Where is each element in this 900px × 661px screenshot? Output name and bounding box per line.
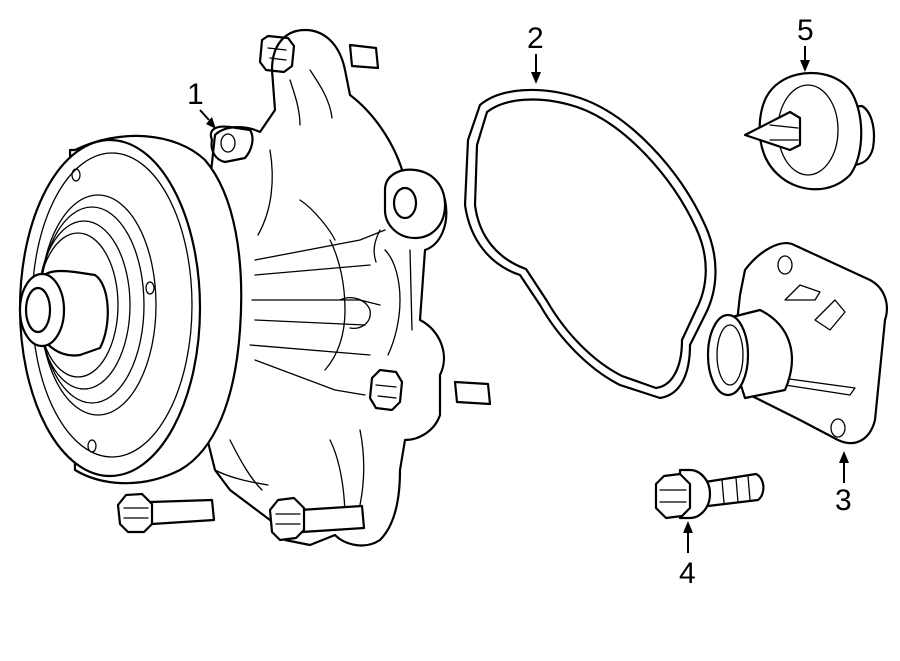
water-pump <box>18 28 492 547</box>
callout-arrowhead-3 <box>839 451 849 463</box>
callout-arrowhead-5 <box>800 60 810 72</box>
callout-3: 3 <box>835 451 852 517</box>
callout-label-5: 5 <box>797 14 814 47</box>
bolt <box>654 468 765 520</box>
callout-label-1: 1 <box>187 78 204 111</box>
callout-arrowhead-4 <box>683 521 693 533</box>
gasket <box>463 88 717 400</box>
callout-arrowhead-2 <box>531 72 541 84</box>
callout-5: 5 <box>797 14 814 72</box>
thermostat <box>743 71 876 191</box>
callout-label-4: 4 <box>679 557 696 590</box>
callout-label-2: 2 <box>527 22 544 55</box>
callout-2: 2 <box>527 22 544 84</box>
callout-label-3: 3 <box>835 484 852 517</box>
callout-leader-1 <box>199 109 210 121</box>
thermostat-housing <box>706 242 888 445</box>
callout-arrowhead-1 <box>206 117 216 129</box>
callout-4: 4 <box>679 521 696 590</box>
callout-1: 1 <box>187 78 216 129</box>
